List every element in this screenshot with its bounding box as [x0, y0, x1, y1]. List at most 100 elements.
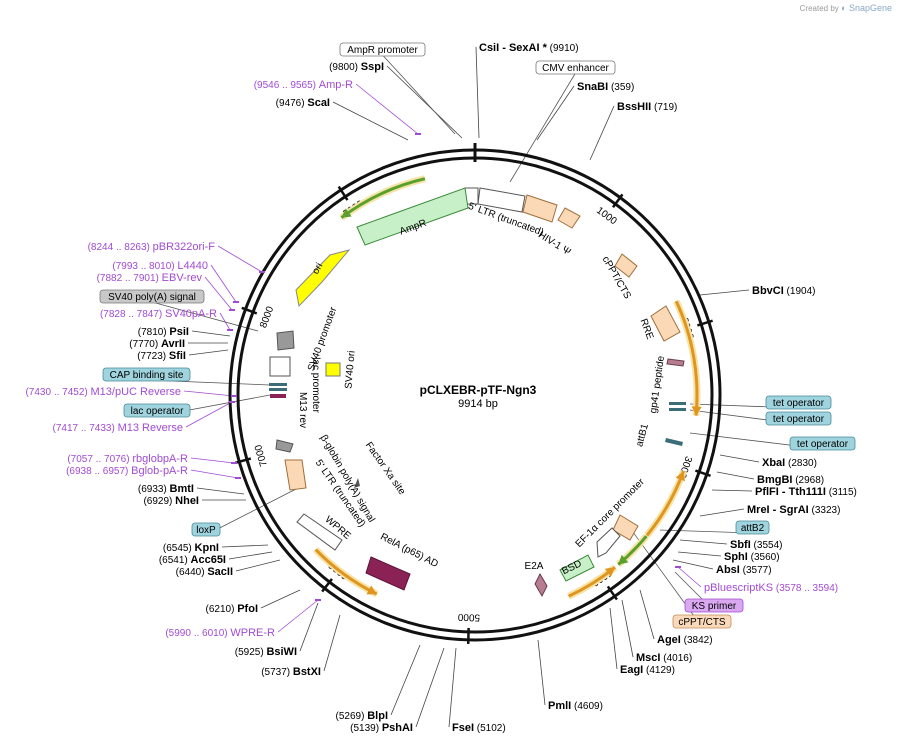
- site-name: AbsI: [716, 564, 740, 576]
- primer-bglob-pa-r[interactable]: (6938 .. 6957) Bglob-pA-R: [66, 465, 241, 479]
- e2a-feature: [534, 572, 548, 598]
- leader-line: [609, 607, 618, 670]
- ampr-arc-arrowhead: [341, 208, 352, 218]
- leader-line: [621, 599, 634, 658]
- site-position: (6210): [206, 604, 238, 615]
- site-sphi[interactable]: SphI (3560): [724, 551, 780, 563]
- primer-name: pBR322ori-F: [153, 241, 216, 253]
- site-pfoi[interactable]: (6210) PfoI: [206, 603, 258, 615]
- site-sbfi[interactable]: SbfI (3554): [730, 539, 782, 551]
- feature-box-lac-operator[interactable]: lac operator: [123, 403, 191, 418]
- sv40-polya-feature: [276, 330, 295, 351]
- feature-box-sv40-poly-a-signal[interactable]: SV40 poly(A) signal: [99, 289, 205, 304]
- site-mrei[interactable]: MreI - SgrAI (3323): [747, 504, 840, 516]
- primer-rbglobpa-r[interactable]: (7057 .. 7076) rbglobpA-R: [67, 453, 237, 465]
- site-labels: CsiI - SexAI * (9910) SnaBI (359) BssHII (…: [129, 42, 857, 734]
- feature-box-label: lac operator: [131, 406, 184, 417]
- feature-box: [339, 42, 426, 57]
- site-agei[interactable]: AgeI (3842): [657, 634, 713, 646]
- feature-label: HIV-1 Ψ: [536, 230, 572, 258]
- site-position: (7810): [138, 327, 170, 338]
- site-pflfi[interactable]: PflFI - Tth111I (3115): [755, 486, 857, 498]
- site-sspi[interactable]: (9800) SspI: [329, 61, 384, 73]
- primer-m13-puc-reverse[interactable]: (7430 .. 7452) M13/pUC Reverse: [25, 386, 237, 398]
- primer-m13-reverse[interactable]: (7417 .. 7433) M13 Reverse: [53, 401, 235, 434]
- feature-box-loxp[interactable]: loxP: [191, 522, 221, 537]
- site-pshai[interactable]: (5139) PshAI: [350, 722, 413, 734]
- wpre-feature: [296, 513, 343, 551]
- site-label: (6541) Acc65I: [159, 554, 226, 566]
- site-name: AvrII: [161, 338, 185, 350]
- feature-box-ampr-promoter[interactable]: AmpR promoter: [339, 42, 426, 57]
- cppt-cts-2-feature: [612, 514, 639, 541]
- feature-box-cmv-enhancer[interactable]: CMV enhancer: [535, 60, 616, 75]
- primer-name: Bglob-pA-R: [131, 465, 188, 477]
- snapgene-logo: ◐ SnapGene: [841, 3, 892, 13]
- feature-box-cap-binding-site[interactable]: CAP binding site: [102, 367, 191, 382]
- feature-box-tet-operator[interactable]: tet operator: [765, 395, 832, 410]
- site-name: SacII: [207, 566, 233, 578]
- site-msci[interactable]: MscI (4016): [636, 652, 692, 664]
- leader-line: [475, 46, 480, 139]
- primer-pbluescriptks[interactable]: pBluescriptKS (3578 .. 3594): [675, 566, 838, 594]
- feature-box-cppt-cts[interactable]: cPPT/CTS: [672, 614, 732, 629]
- feature-box-ks-primer[interactable]: KS primer: [684, 598, 744, 613]
- site-acc65i[interactable]: (6541) Acc65I: [159, 554, 226, 566]
- site-avrii[interactable]: (7770) AvrII: [129, 338, 185, 350]
- feature-box-tet-operator[interactable]: tet operator: [789, 436, 856, 451]
- site-name: ScaI: [307, 97, 330, 109]
- leader-line: [323, 614, 341, 672]
- feature-box-label: tet operator: [773, 414, 825, 425]
- site-name: SspI: [361, 61, 384, 73]
- leader-line: [205, 487, 299, 536]
- m13-rev-feature: [270, 394, 286, 398]
- primer-name: WPRE-R: [230, 627, 275, 639]
- tet-operator-feature: [669, 402, 686, 411]
- site-eagi[interactable]: EagI (4129): [620, 664, 675, 676]
- site-bsshii[interactable]: BssHII (719): [617, 101, 677, 113]
- site-sfii[interactable]: (7723) SfiI: [137, 350, 186, 362]
- site-sacii[interactable]: (6440) SacII: [176, 566, 233, 578]
- site-csii[interactable]: CsiI - SexAI * (9910): [479, 42, 579, 54]
- site-fsei[interactable]: FseI (5102): [452, 722, 506, 734]
- primer-l4440[interactable]: (7993 .. 8010) L4440: [112, 260, 239, 303]
- feature-box-tet-operator[interactable]: tet operator: [765, 411, 832, 426]
- leader-line: [299, 602, 319, 652]
- primer-sv40pa-r[interactable]: (7828 .. 7847) SV40pA-R: [100, 308, 233, 331]
- leader-line: [235, 559, 281, 572]
- feature-box: [765, 395, 832, 410]
- site-psii[interactable]: (7810) PsiI: [138, 326, 189, 338]
- site-position: (359): [608, 82, 634, 93]
- primer-label: (9546 .. 9565) Amp-R: [254, 79, 353, 91]
- site-label: (6440) SacII: [176, 566, 233, 578]
- site-bmgbi[interactable]: BmgBI (2968): [757, 474, 824, 486]
- primer-label: (7430 .. 7452) M13/pUC Reverse: [25, 386, 181, 398]
- site-blpi[interactable]: (5269) BlpI: [336, 710, 388, 722]
- primer-position: (7882 .. 7901): [97, 273, 162, 284]
- attb1-feature: [665, 438, 683, 446]
- site-name: BmtI: [170, 483, 194, 495]
- site-pmli[interactable]: PmlI (4609): [548, 700, 603, 712]
- site-nhei[interactable]: (6929) NheI: [143, 495, 199, 507]
- site-name: EagI: [620, 664, 643, 676]
- site-bstxi[interactable]: (5737) BstXI: [261, 666, 321, 678]
- site-bsiwi[interactable]: (5925) BsiWI: [235, 646, 297, 658]
- site-scai[interactable]: (9476) ScaI: [276, 97, 330, 109]
- feature-label: gp41 peptide: [648, 355, 667, 414]
- primer-amp-r[interactable]: (9546 .. 9565) Amp-R: [254, 79, 421, 135]
- feature-box: [123, 403, 191, 418]
- plasmid-name: pCLXEBR-pTF-Ngn3: [420, 383, 537, 397]
- site-xbai[interactable]: XbaI (2830): [762, 457, 817, 469]
- primer-pbr322ori-f[interactable]: (8244 .. 8263) pBR322ori-F: [88, 241, 265, 273]
- site-kpni[interactable]: (6545) KpnI: [163, 542, 219, 554]
- site-bbvci[interactable]: BbvCI (1904): [752, 285, 815, 297]
- primer-ebv-rev[interactable]: (7882 .. 7901) EBV-rev: [97, 272, 235, 311]
- site-absi[interactable]: AbsI (3577): [716, 564, 772, 576]
- site-snabi[interactable]: SnaBI (359): [577, 81, 634, 93]
- ring-tick: [337, 185, 349, 201]
- primer-wpre-r[interactable]: (5990 .. 6010) WPRE-R: [165, 599, 321, 639]
- site-bmti[interactable]: (6933) BmtI: [138, 483, 194, 495]
- feature-box-attb2[interactable]: attB2: [735, 520, 770, 535]
- primer-position: (7417 .. 7433): [53, 423, 118, 434]
- site-name: SnaBI: [577, 81, 608, 93]
